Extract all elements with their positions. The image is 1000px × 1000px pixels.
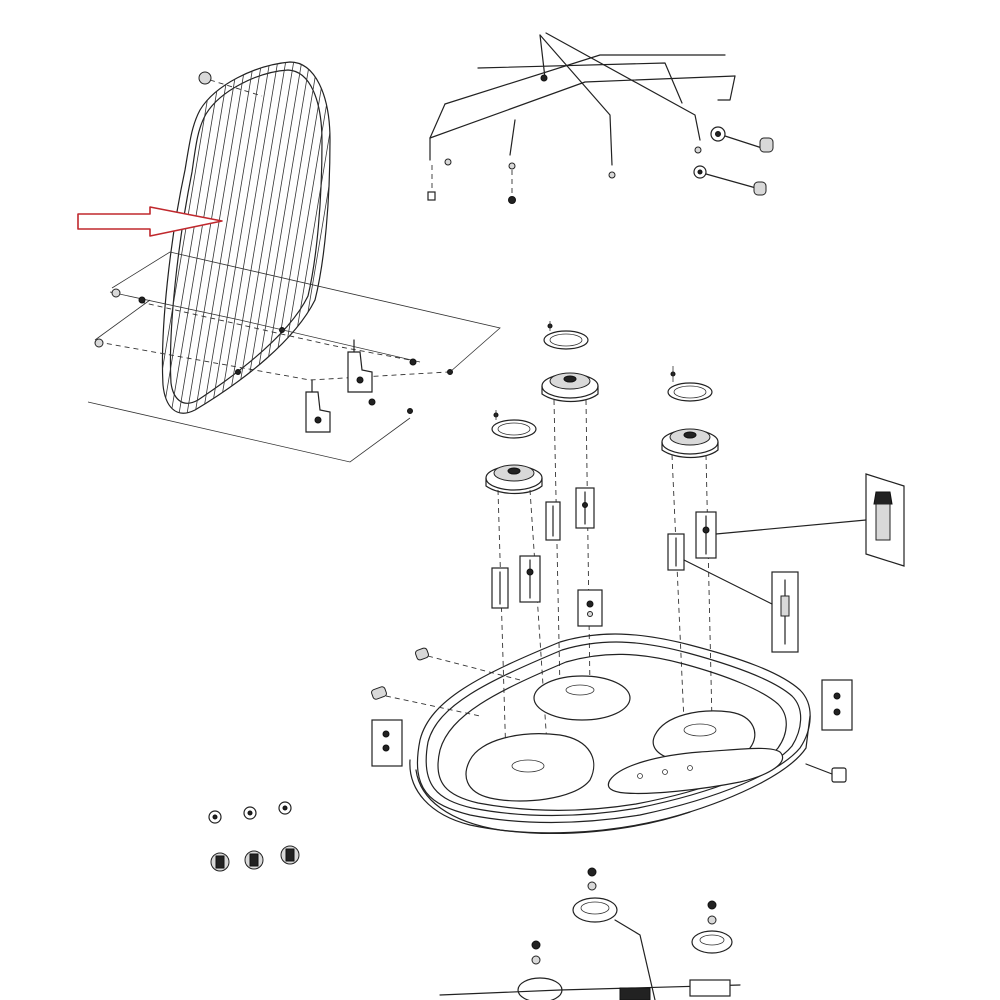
side-plug-box xyxy=(821,679,853,731)
hob-tray xyxy=(409,633,811,835)
pan-support-grate xyxy=(427,32,774,204)
ignition-parts xyxy=(371,473,905,767)
control-knob-set xyxy=(208,801,300,872)
tray-recess-middle xyxy=(533,675,631,721)
gas-valve-assembly xyxy=(439,867,741,1000)
side-plug-box-left xyxy=(371,719,403,767)
callout-arrow-icon xyxy=(77,206,223,237)
shield-bracket-planes xyxy=(87,251,501,463)
tray-recess-left xyxy=(465,733,595,802)
assembly-axes xyxy=(497,399,713,761)
shield-bracket-left xyxy=(305,379,331,433)
tray-fasteners xyxy=(371,647,847,783)
shield-fasteners xyxy=(94,288,453,414)
electrode-box-5 xyxy=(577,589,603,627)
tray-clip xyxy=(831,767,847,783)
tray-control-strip xyxy=(607,747,784,795)
wind-shield-panel xyxy=(161,61,331,414)
shield-top-screw xyxy=(198,71,212,85)
burner-left xyxy=(485,410,543,495)
grate-rubber-foot xyxy=(759,137,774,153)
grate-rubber-foot-lower xyxy=(753,181,767,196)
shield-grid-slots xyxy=(162,62,330,414)
burner-right xyxy=(661,366,719,459)
burner-middle xyxy=(541,321,599,403)
shield-bracket-right xyxy=(347,339,373,393)
